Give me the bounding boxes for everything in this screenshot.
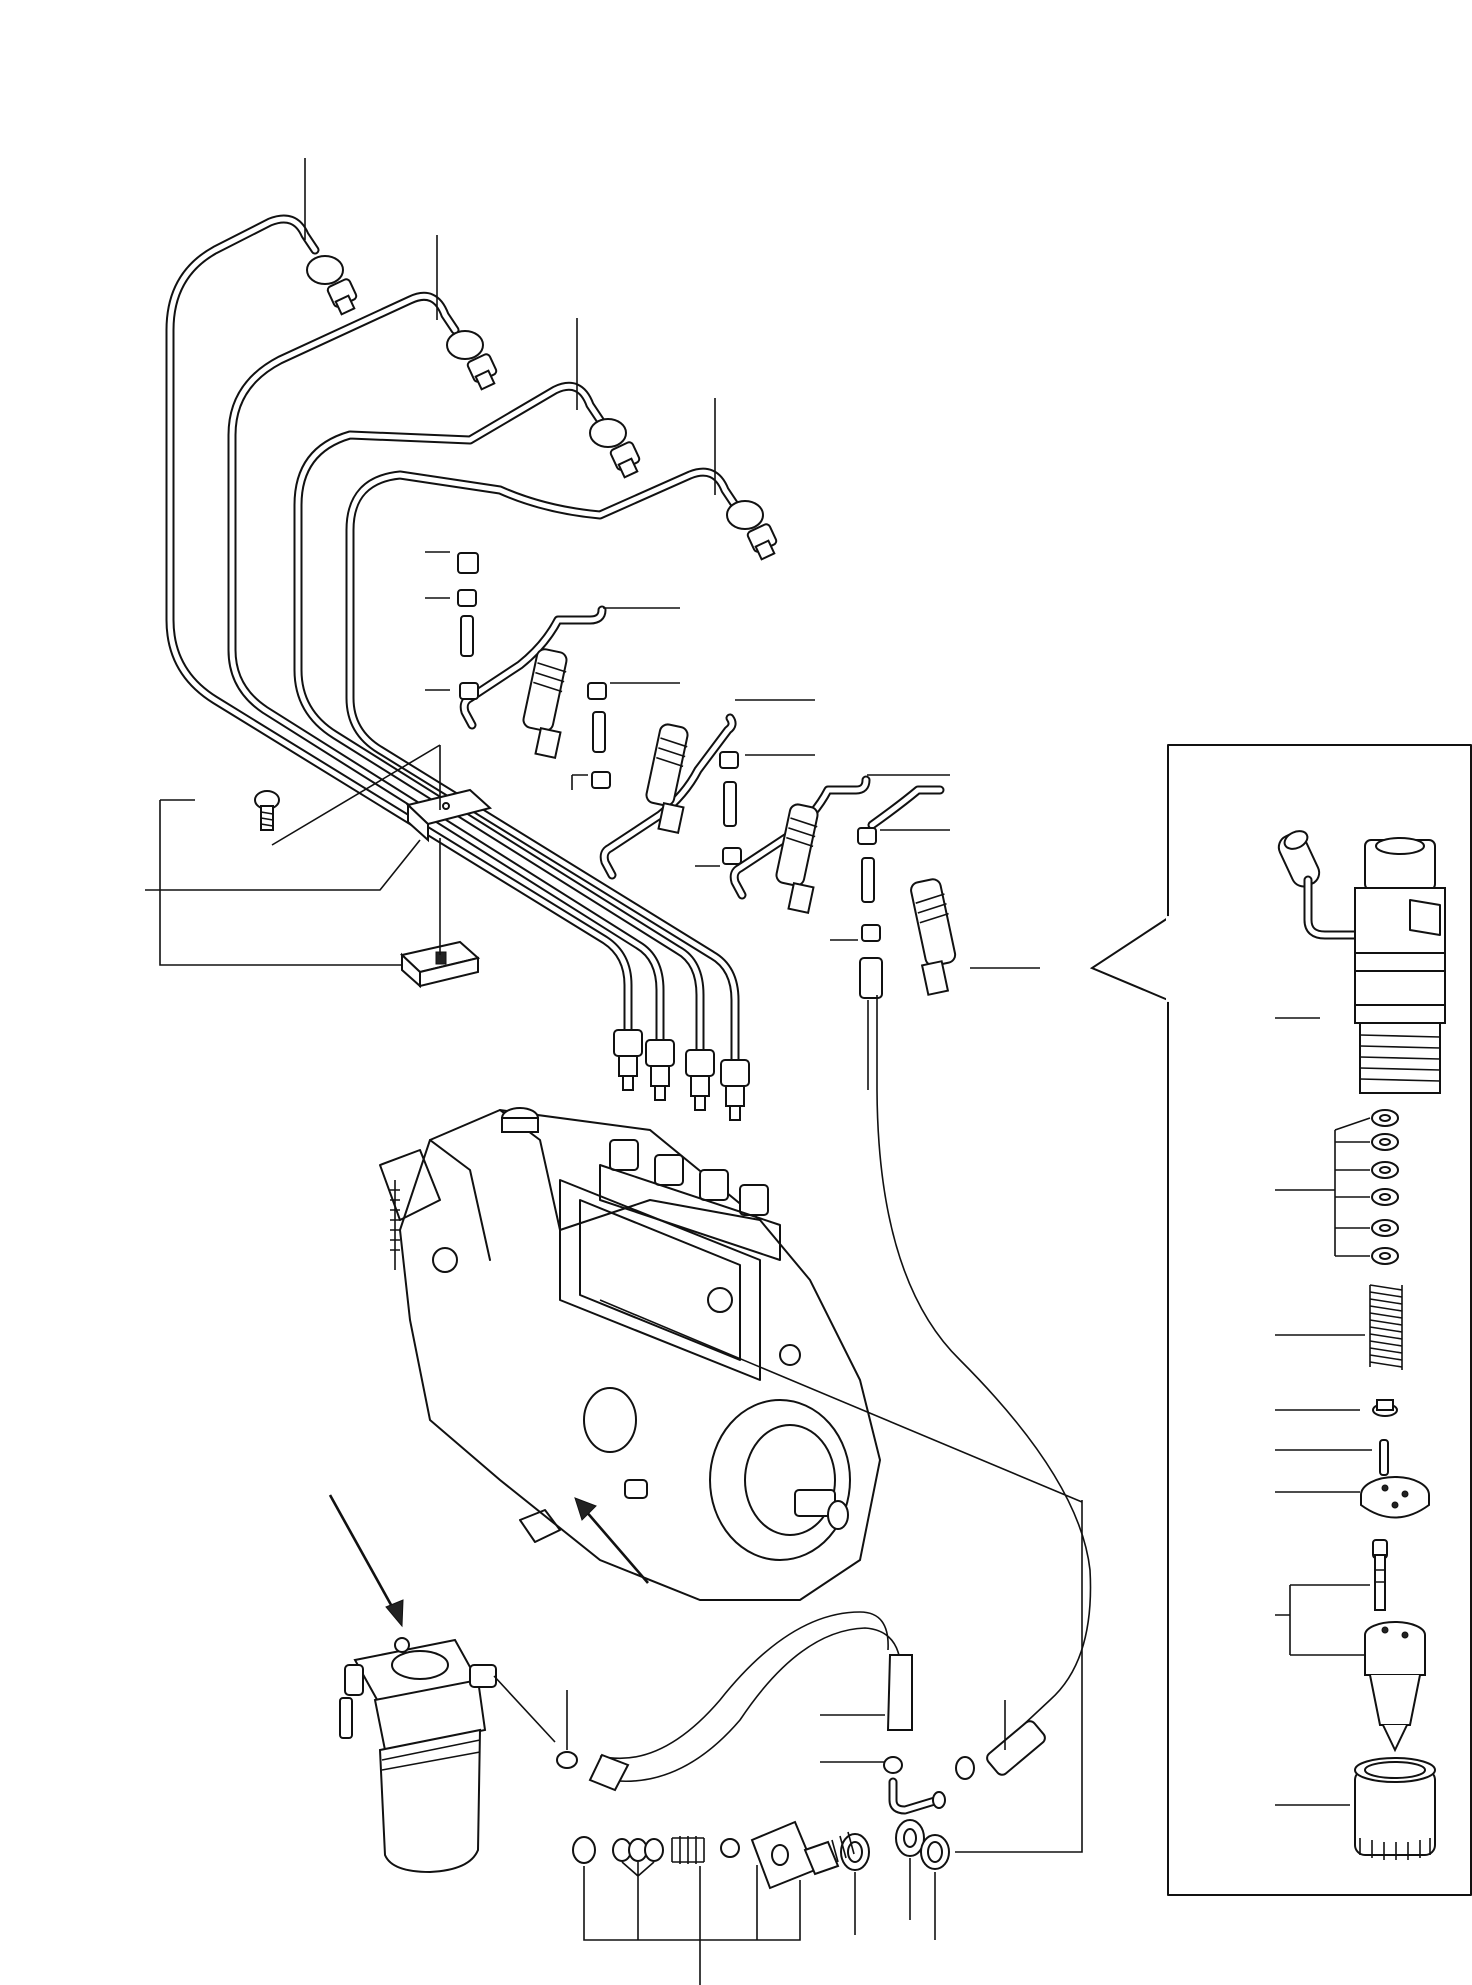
injector-4 xyxy=(857,785,957,999)
hose-end xyxy=(588,1753,630,1792)
inset-frame xyxy=(1167,744,1472,1896)
injector-3 xyxy=(719,751,871,914)
line-nut-bottom-4 xyxy=(720,1059,750,1121)
inset-retaining-nut xyxy=(1275,1757,1436,1860)
arrow-to-pump xyxy=(584,1509,649,1584)
leader-clamp-group xyxy=(159,799,402,966)
injection-pump xyxy=(379,1107,1083,1601)
line-nut-bottom-3 xyxy=(685,1049,715,1111)
injector-2 xyxy=(587,682,737,880)
hose-clip xyxy=(556,1751,578,1769)
high-pressure-lines xyxy=(165,158,778,1121)
inset-spring xyxy=(1275,1284,1403,1370)
line-nut-top-4 xyxy=(726,500,778,561)
line-nut-top-3 xyxy=(589,418,641,479)
check-valve-parts xyxy=(572,1500,1083,1985)
leader-injector-2-bottom xyxy=(571,774,588,790)
inset-spring-seat xyxy=(1275,1399,1398,1417)
arrow-to-filter xyxy=(328,1494,397,1613)
filter-outlet-line xyxy=(493,1675,556,1743)
injector-nozzles xyxy=(425,551,1040,999)
line-clamp xyxy=(145,744,493,989)
valve-ball xyxy=(720,1838,740,1858)
leader-injector-1-parts xyxy=(425,551,450,691)
leader-pump-plate xyxy=(599,1299,1083,1503)
injector-1 xyxy=(457,552,607,759)
valve-spring xyxy=(671,1836,705,1864)
return-hose-long xyxy=(876,995,1092,1729)
line-nut-top-1 xyxy=(306,255,358,316)
clamp-lower-block xyxy=(399,940,481,989)
leader-valve-group xyxy=(583,1861,801,1985)
inset-nozzle-holder xyxy=(1277,830,1446,1094)
pump-flange xyxy=(709,1399,851,1561)
hose-sleeve xyxy=(886,1654,913,1731)
valve-cap xyxy=(572,1836,596,1864)
leader-clamp-upper xyxy=(145,839,421,891)
clamp-bolt xyxy=(254,790,280,831)
inset-pointer xyxy=(1089,917,1169,1001)
valve-washers xyxy=(612,1838,664,1862)
fuel-filter xyxy=(339,1637,556,1874)
inset-pin xyxy=(1275,1439,1389,1476)
inset-nozzle xyxy=(1275,1539,1426,1753)
leader-check-washer xyxy=(955,1500,1083,1853)
line-nut-top-2 xyxy=(446,330,498,391)
line-nut-bottom-1 xyxy=(613,1029,643,1091)
leader-clamp-bolt xyxy=(271,744,441,846)
return-hose-sleeve xyxy=(986,1720,1046,1776)
nozzle-detail-inset xyxy=(1089,744,1472,1896)
fuel-hoses xyxy=(556,995,1092,1792)
governor-lever xyxy=(379,1149,458,1273)
delivery-valve-holders xyxy=(599,1139,781,1261)
inset-spacer xyxy=(1275,1476,1430,1519)
inset-shims xyxy=(1275,1109,1399,1265)
overflow-valve xyxy=(750,1820,855,1890)
line-nut-bottom-2 xyxy=(645,1039,675,1101)
direction-arrows xyxy=(328,1494,649,1628)
